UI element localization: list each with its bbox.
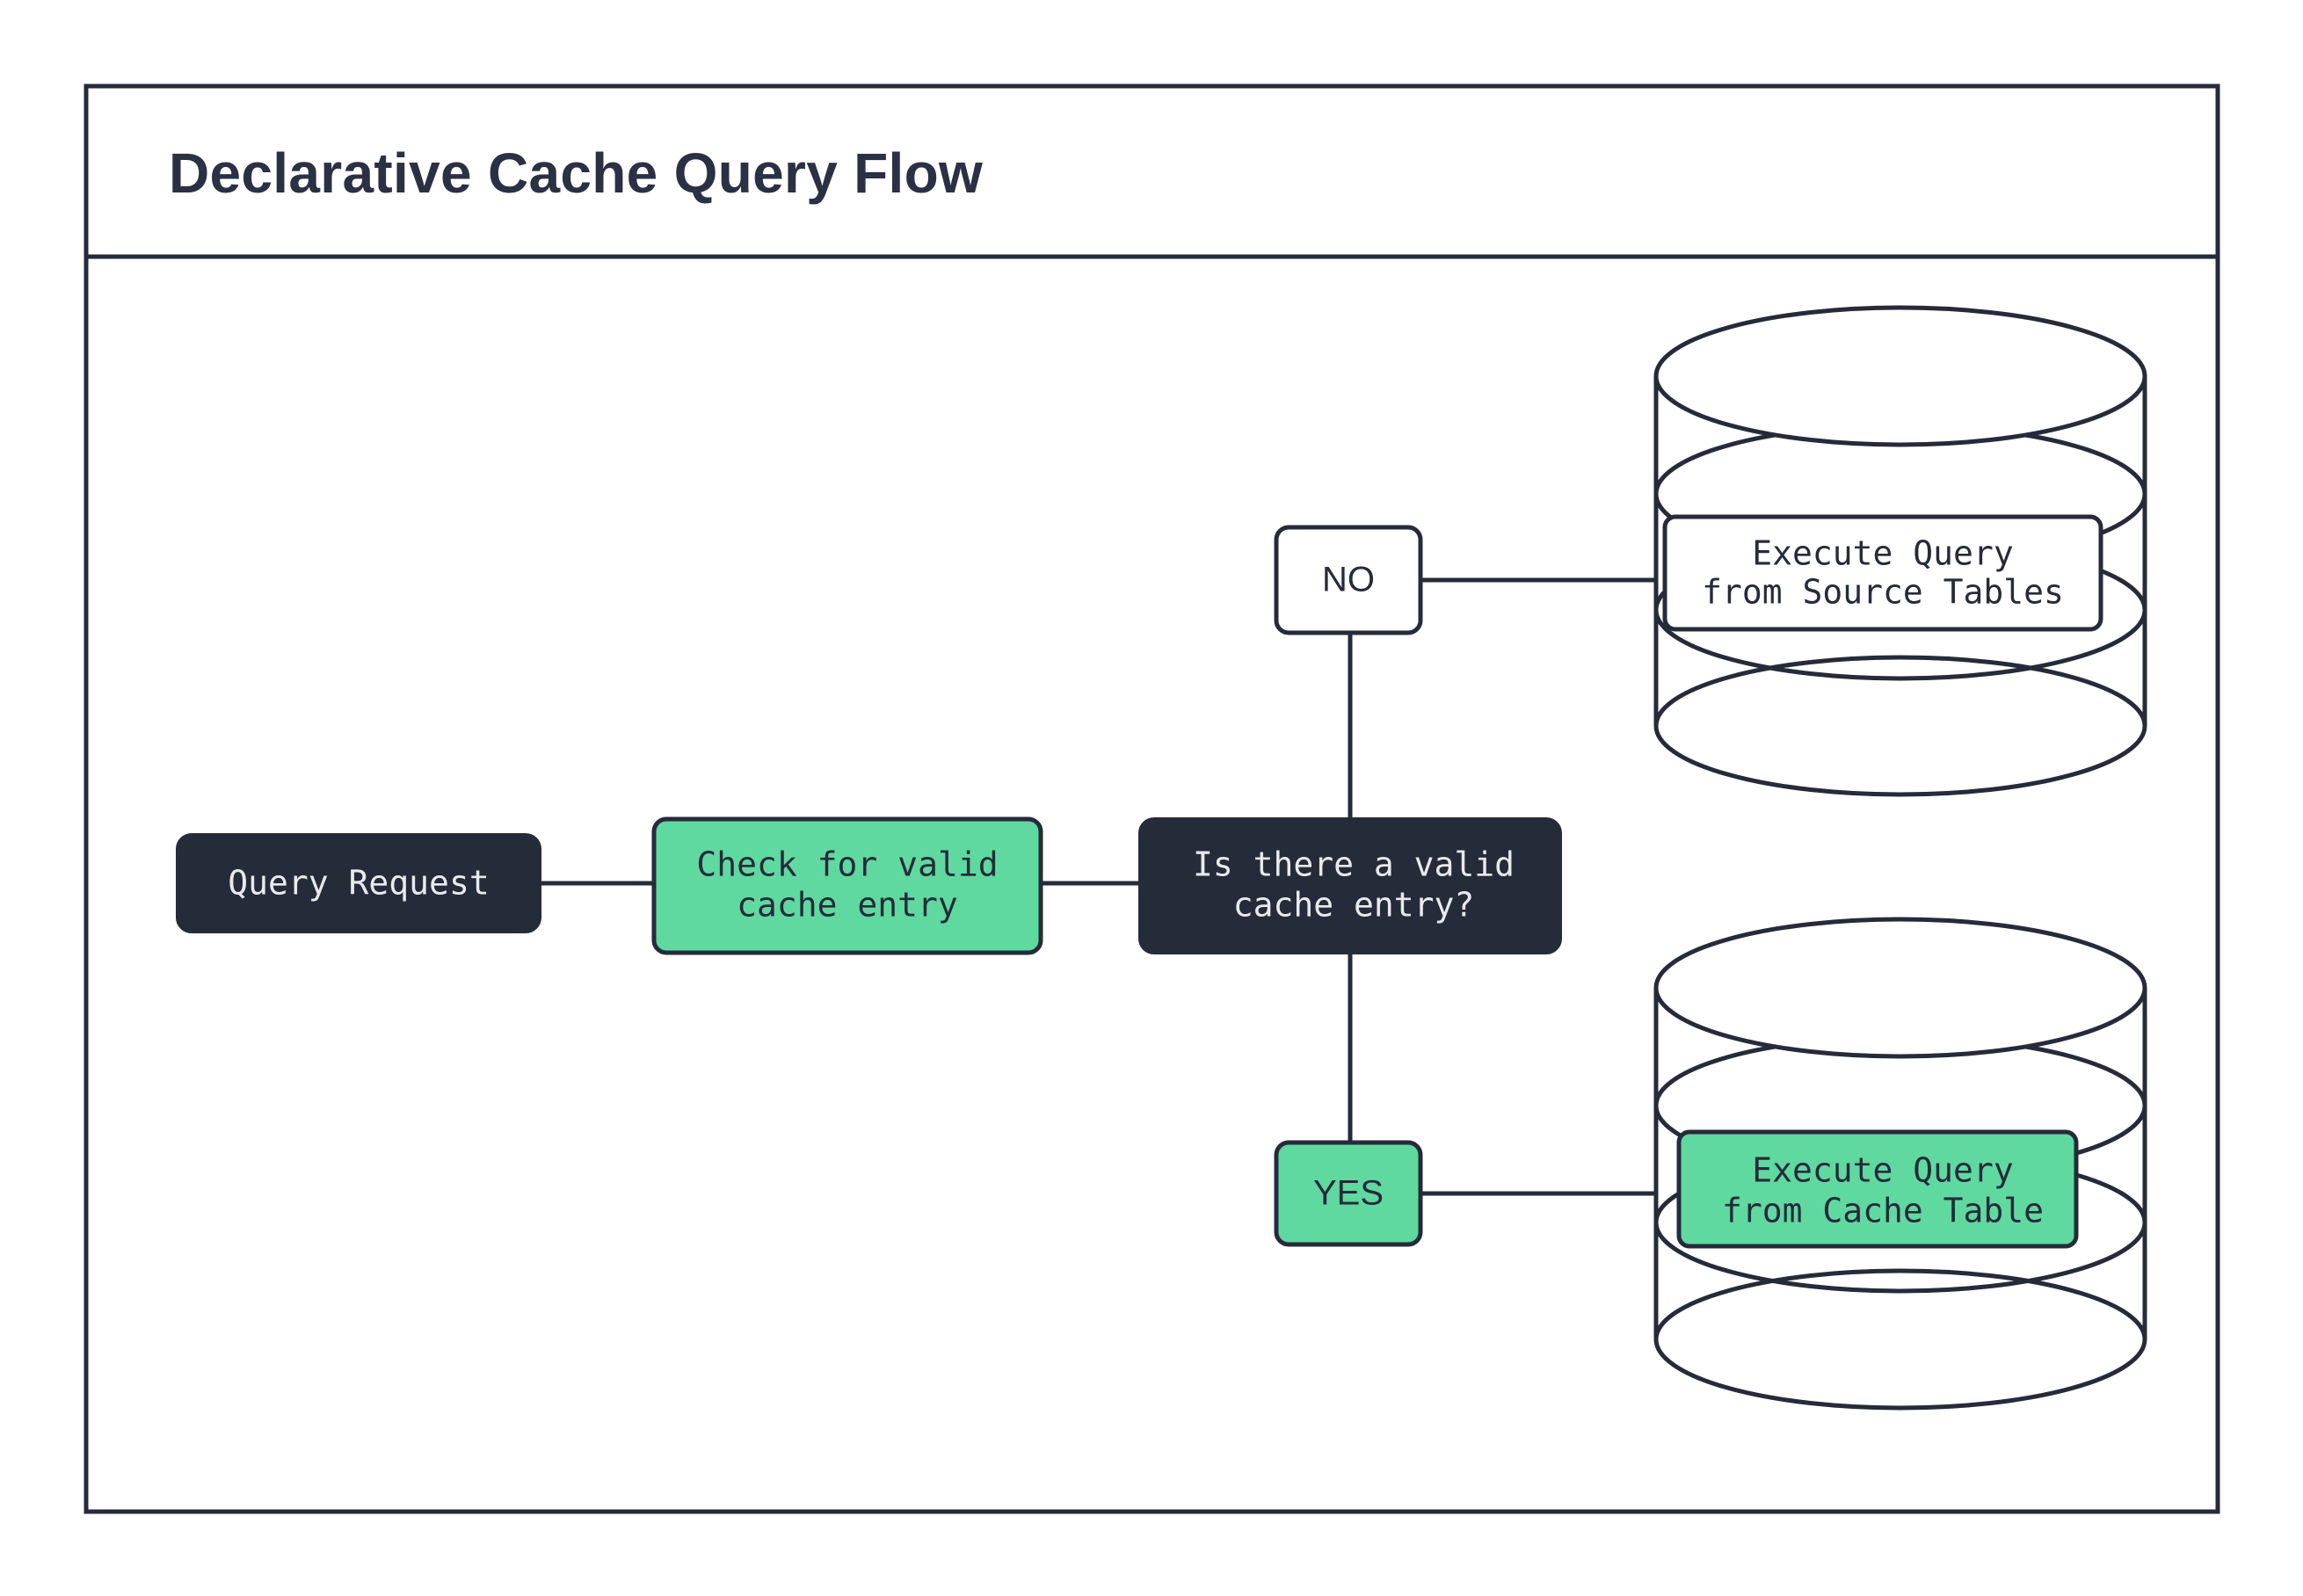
node-query-request[interactable]: Query Request: [176, 833, 541, 933]
source-db-label-line1: Execute Query: [1752, 534, 2013, 573]
source-db-label-line2: from Source Tables: [1702, 573, 2064, 612]
check-cache-label-line2: cache entry: [737, 886, 958, 925]
cache-db-disk-top: [1653, 917, 2147, 1059]
cache-db-label-line1: Execute Query: [1752, 1151, 2013, 1190]
decision-box: [1138, 817, 1562, 954]
cache-db-label-box: [1676, 1129, 2079, 1249]
query-request-label: Query Request: [228, 864, 489, 903]
node-decision[interactable]: Is there a valid cache entry?: [1138, 817, 1562, 954]
branch-no-label: NO: [1322, 561, 1375, 599]
decision-label-line2: cache entry?: [1233, 886, 1475, 925]
branch-no-box: [1274, 525, 1423, 635]
node-branch-yes[interactable]: YES: [1274, 1140, 1423, 1247]
cache-db-label-line2: from Cache Table: [1722, 1192, 2044, 1230]
cache-db-cylinder[interactable]: Execute Query from Cache Table: [1653, 917, 2147, 1411]
source-db-label-box: [1662, 514, 2103, 632]
check-cache-label-line1: Check for valid: [696, 845, 998, 884]
node-check-cache[interactable]: Check for valid cache entry: [651, 816, 1043, 955]
branch-yes-label: YES: [1313, 1174, 1384, 1213]
source-db-cylinder[interactable]: Execute Query from Source Tables: [1653, 305, 2147, 797]
source-db-disk-top: [1653, 305, 2147, 447]
branch-yes-box: [1274, 1140, 1423, 1247]
node-branch-no[interactable]: NO: [1274, 525, 1423, 635]
query-request-box: [176, 833, 541, 933]
page-title: Declarative Cache Query Flow: [169, 141, 983, 205]
check-cache-box: [651, 816, 1043, 955]
diagram-frame: [84, 83, 2220, 1514]
decision-label-line1: Is there a valid: [1193, 845, 1515, 884]
